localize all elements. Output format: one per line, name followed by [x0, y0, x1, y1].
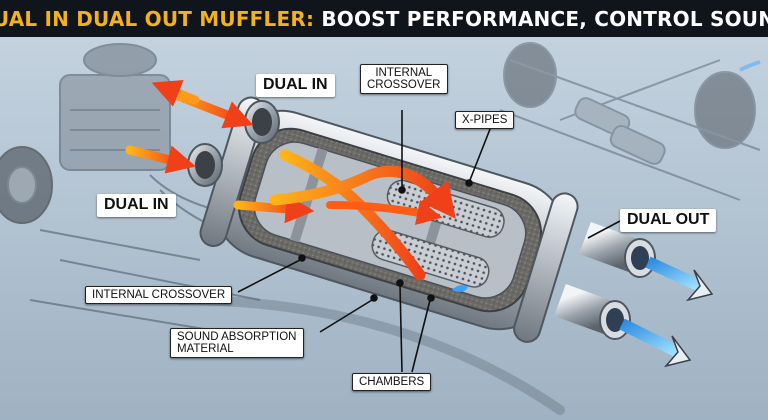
engine-sketch [0, 43, 271, 331]
page-title: DUAL IN DUAL OUT MUFFLER: BOOST PERFORMA… [0, 7, 768, 31]
outlet-pipes [554, 222, 656, 340]
label-dual-in-top: DUAL IN [256, 74, 335, 97]
outflow-arrows [452, 256, 714, 368]
inflow-arrows [125, 79, 456, 281]
chassis-sketch [499, 42, 761, 201]
title-bar: DUAL IN DUAL OUT MUFFLER: BOOST PERFORMA… [0, 0, 768, 37]
inlet-pipes [187, 100, 280, 187]
label-sound-absorption-material: SOUND ABSORPTION MATERIAL [170, 328, 304, 359]
label-dual-out: DUAL OUT [620, 209, 717, 232]
label-internal-crossover-top: INTERNAL CROSSOVER [360, 64, 448, 95]
label-chambers: CHAMBERS [352, 373, 432, 392]
title-accent: DUAL IN DUAL OUT MUFFLER: [0, 6, 315, 31]
label-internal-crossover-left: INTERNAL CROSSOVER [85, 286, 233, 305]
leader-lines [237, 110, 621, 373]
label-dual-in-left: DUAL IN [97, 194, 176, 217]
label-x-pipes: X-PIPES [455, 111, 515, 130]
title-main: BOOST PERFORMANCE, CONTROL SOUND [321, 6, 768, 31]
floor-pipe [175, 295, 565, 415]
